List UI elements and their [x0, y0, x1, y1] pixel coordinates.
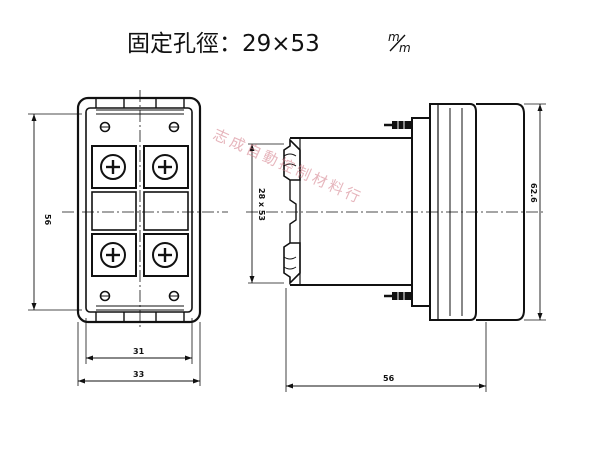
side-front-face	[476, 103, 525, 321]
terminal-screw-icon	[100, 242, 126, 268]
front-inner-width-label: 31	[133, 347, 145, 356]
mounting-screw-icon	[99, 121, 111, 133]
side-height-label: 62.6	[529, 183, 538, 203]
terminal-screw-icon	[152, 242, 178, 268]
terminal-block	[91, 233, 137, 277]
side-view	[246, 103, 546, 392]
title-unit-slash	[389, 34, 406, 52]
mounting-screw-icon	[168, 121, 180, 133]
terminal-block	[143, 233, 189, 277]
front-height-label: 56	[43, 214, 52, 226]
side-bezel	[429, 103, 477, 321]
front-outer-width-dimension	[78, 378, 200, 384]
title-unit-top: m	[388, 30, 400, 44]
front-view	[28, 90, 228, 386]
terminal-screw-icon	[152, 154, 178, 180]
front-height-dimension	[28, 113, 82, 311]
front-outer-width-label: 33	[133, 370, 144, 379]
mount-hole-label: 28 x 53	[257, 188, 266, 221]
mount-hole-dimension	[249, 144, 255, 283]
title-text: 固定孔徑：29×53	[127, 31, 320, 57]
mounting-clip	[283, 138, 301, 181]
side-height-dimension	[537, 104, 543, 320]
middle-notch	[289, 194, 297, 230]
terminal-separator	[91, 191, 137, 231]
mounting-screw-icon	[168, 290, 180, 302]
title-heading: 固定孔徑：29×53 m m	[127, 30, 411, 57]
side-depth-label: 56	[383, 374, 395, 383]
terminal-screw-side-icon	[384, 290, 412, 302]
terminal-separator	[143, 191, 189, 231]
terminal-block	[91, 145, 137, 189]
mounting-screw-icon	[99, 290, 111, 302]
side-depth-dimension	[286, 383, 486, 389]
terminal-screw-icon	[100, 154, 126, 180]
front-inner-frame	[85, 107, 193, 313]
terminal-block	[143, 145, 189, 189]
front-outer-frame	[76, 96, 202, 324]
terminal-screw-side-icon	[384, 119, 412, 131]
mounting-clip	[283, 242, 301, 285]
title-unit-bottom: m	[399, 41, 411, 55]
front-inner-width-dimension	[86, 355, 192, 361]
